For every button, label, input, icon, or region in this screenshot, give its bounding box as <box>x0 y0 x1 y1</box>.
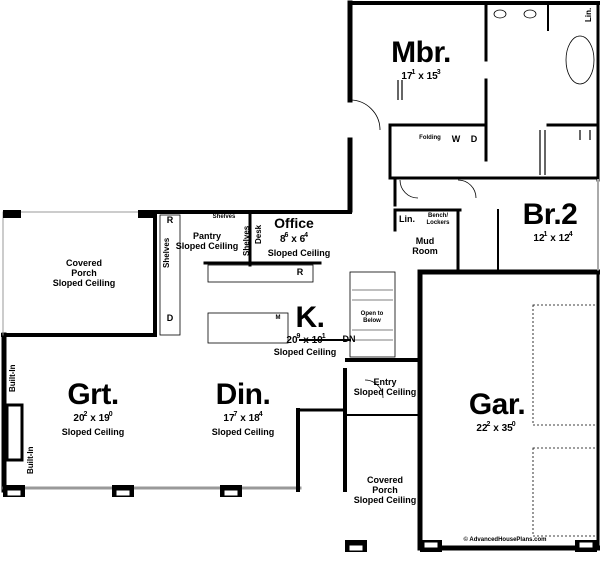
desk-label: Desk <box>254 224 263 244</box>
room-dimensions-bedroom-2: 121 x 124 <box>533 231 573 244</box>
dim-height-inches: 4 <box>304 232 309 239</box>
dim-width: 17 <box>223 413 235 424</box>
dim-height-inches: 4 <box>568 231 573 238</box>
dim-height: 19 <box>98 413 110 424</box>
linen-label: Lin. <box>399 214 415 224</box>
kitchen-fridge-label: R <box>296 267 304 277</box>
room-text: Room <box>412 245 438 256</box>
dim-height-inches: 1 <box>321 333 326 340</box>
bench-text: Bench/ <box>427 213 449 219</box>
shelves-left-label: Shelves <box>162 237 171 268</box>
linen-master-label: Lin. <box>584 7 593 22</box>
dim-height-inches: 0 <box>108 411 113 418</box>
dim-height: 35 <box>501 423 513 434</box>
dryer-label: D <box>470 134 478 144</box>
porch-text: Porch <box>372 484 398 495</box>
pantry-fridge-label: R <box>166 215 174 225</box>
dim-height-inches: 3 <box>436 69 441 76</box>
room-name-office: Office <box>274 215 314 231</box>
entry-text: Entry <box>373 377 397 387</box>
dim-height: 6 <box>299 234 306 245</box>
dim-height: 12 <box>558 233 570 244</box>
dim-width-inches: 1 <box>543 231 548 238</box>
folding-label: Folding <box>419 135 441 141</box>
lockers-text: Lockers <box>426 219 450 226</box>
mud-text: Mud <box>415 236 435 246</box>
porch-ceiling-note: Sloped Ceiling <box>52 277 116 288</box>
dim-height: 18 <box>248 413 260 424</box>
dim-width: 20 <box>73 413 85 424</box>
room-dimensions-great-room: 202 x 190 <box>73 411 113 424</box>
room-name-bedroom-2: Br.2 <box>522 198 578 231</box>
built-in-top-label: Built-In <box>8 364 17 392</box>
room-name-garage: Gar. <box>468 388 526 421</box>
porch-text: Porch <box>71 267 97 278</box>
microwave-label: M <box>275 315 281 321</box>
dim-height: 10 <box>311 335 323 346</box>
shelves-right-label: Shelves <box>242 225 251 256</box>
dim-width: 12 <box>533 233 545 244</box>
dining-ceiling-note: Sloped Ceiling <box>211 427 275 437</box>
pantry-ceiling-note: Sloped Ceiling <box>175 240 239 251</box>
dim-width-inches: 6 <box>284 232 289 239</box>
washer-label: W <box>451 134 461 144</box>
dim-width: 8 <box>279 234 286 245</box>
open-to-text: Open to <box>360 311 384 317</box>
dim-width-inches: 2 <box>83 411 88 418</box>
dim-width: 17 <box>401 71 413 82</box>
dim-height-inches: 0 <box>511 421 516 428</box>
covered-text: Covered <box>366 475 404 485</box>
room-dimensions-office: 86 x 64 <box>279 232 309 245</box>
dim-width-inches: 2 <box>486 421 491 428</box>
copyright-text: © AdvancedHousePlans.com <box>463 537 547 543</box>
below-text: Below <box>363 317 381 324</box>
entry-ceiling-note: Sloped Ceiling <box>353 386 417 397</box>
dim-width-inches: 1 <box>411 69 416 76</box>
covered-text: Covered <box>65 258 103 268</box>
porch-ceiling-note: Sloped Ceiling <box>353 494 417 505</box>
office-ceiling-note: Sloped Ceiling <box>267 248 331 258</box>
room-dimensions-master-bedroom: 171 x 153 <box>401 69 441 82</box>
kitchen-ceiling-note: Sloped Ceiling <box>273 347 337 357</box>
dishwasher-label: D <box>166 313 174 323</box>
dim-height-inches: 4 <box>258 411 263 418</box>
pantry-text: Pantry <box>192 231 222 241</box>
room-name-master-bedroom: Mbr. <box>391 36 451 69</box>
room-dimensions-garage: 222 x 350 <box>476 421 516 434</box>
built-in-bottom-label: Built-In <box>26 446 35 474</box>
dim-height: 15 <box>426 71 438 82</box>
room-name-great-room: Grt. <box>67 378 119 411</box>
dim-width: 22 <box>476 423 488 434</box>
dim-width: 20 <box>286 335 298 346</box>
room-name-kitchen: K. <box>295 301 326 334</box>
shelves-top-label: Shelves <box>212 214 236 220</box>
stairs-down-label: DN <box>342 334 356 344</box>
room-dimensions-kitchen: 209 x 101 <box>286 333 326 346</box>
great-room-ceiling-note: Sloped Ceiling <box>61 427 125 437</box>
dim-width-inches: 9 <box>296 333 301 340</box>
room-name-dining: Din. <box>215 378 271 411</box>
bench-lockers-label: Bench/Lockers <box>426 213 449 226</box>
room-dimensions-dining: 177 x 184 <box>223 411 263 424</box>
dim-width-inches: 7 <box>233 411 238 418</box>
